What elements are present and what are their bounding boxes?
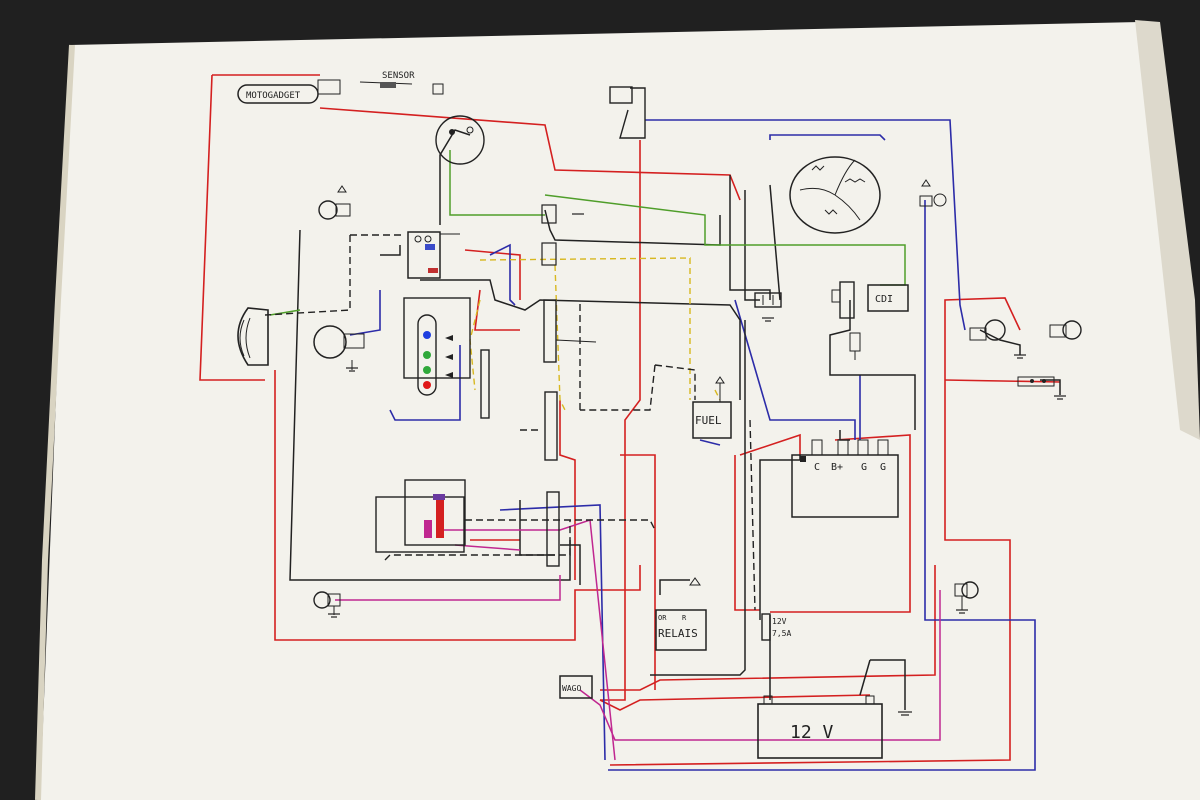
speed-sensor: SENSOR <box>359 71 444 95</box>
ignition-coil <box>831 281 861 360</box>
wires-magenta <box>335 518 941 761</box>
battery-label: 12 V <box>790 722 834 743</box>
kill-switch-relay <box>754 292 782 308</box>
wago-label: WAGO <box>562 684 581 693</box>
handlebar-switch-upper <box>407 231 460 279</box>
speedometer-gauge <box>435 115 485 165</box>
connector-strip-2 <box>543 299 597 363</box>
bulb-front-left-indicator <box>318 185 351 220</box>
ground-symbols <box>328 213 1066 716</box>
relay-label: RELAIS <box>658 627 698 640</box>
reg-c-label: C <box>814 462 820 473</box>
bulb-parking <box>313 325 365 370</box>
bulb-rear-right-indicator <box>954 581 979 610</box>
relay: OR R RELAIS <box>655 577 707 651</box>
bulb-rear-left-indicator <box>313 591 341 615</box>
reg-g1-label: G <box>861 462 867 473</box>
reg-g2-label: G <box>880 462 886 473</box>
connector-strip-4 <box>546 491 560 567</box>
wago-connector: WAGO <box>559 675 593 699</box>
fuel-sender: FUEL <box>692 376 732 439</box>
paper-back-sheet <box>1135 20 1200 440</box>
connector-strip-1 <box>480 349 490 419</box>
headlight <box>237 307 269 366</box>
wires-black-dashed <box>264 234 756 611</box>
led-green-icon <box>423 351 431 359</box>
cdi-unit: CDI <box>867 284 909 312</box>
cdi-label: CDI <box>875 294 893 305</box>
bulb-taillight <box>969 319 1082 355</box>
motogadget-unit: MOTOGADGET <box>237 79 341 104</box>
wires-black <box>289 129 1061 710</box>
license-plate-light <box>1017 376 1055 387</box>
fuel-label: FUEL <box>695 414 722 427</box>
relay-pin-left-label: OR <box>658 614 667 622</box>
wires-blue <box>349 119 1036 771</box>
indicator-light-panel <box>403 297 471 396</box>
led-red-icon <box>423 381 431 389</box>
motogadget-label: MOTOGADGET <box>246 91 301 101</box>
fuse-rating-line2: 7,5A <box>772 629 791 638</box>
handlebar-switch-lower <box>375 479 466 553</box>
led-green-icon-2 <box>423 366 431 374</box>
bulb-front-right-indicator <box>919 179 947 207</box>
relay-pin-right-label: R <box>682 614 687 622</box>
fuse-rating-line1: 12V <box>772 617 787 626</box>
rear-lamp <box>609 86 646 139</box>
regulator-rectifier: C B+ G G <box>791 439 899 518</box>
paper-left-edge <box>35 44 75 800</box>
alternator-stator <box>789 156 881 234</box>
connector-strip-3 <box>544 391 558 461</box>
reg-bplus-label: B+ <box>831 462 843 473</box>
sensor-label: SENSOR <box>382 71 415 81</box>
battery: 12 V <box>757 695 883 759</box>
brake-switch-small <box>541 204 557 266</box>
led-blue-icon <box>423 331 431 339</box>
fuse: 12V 7,5A <box>761 613 791 641</box>
